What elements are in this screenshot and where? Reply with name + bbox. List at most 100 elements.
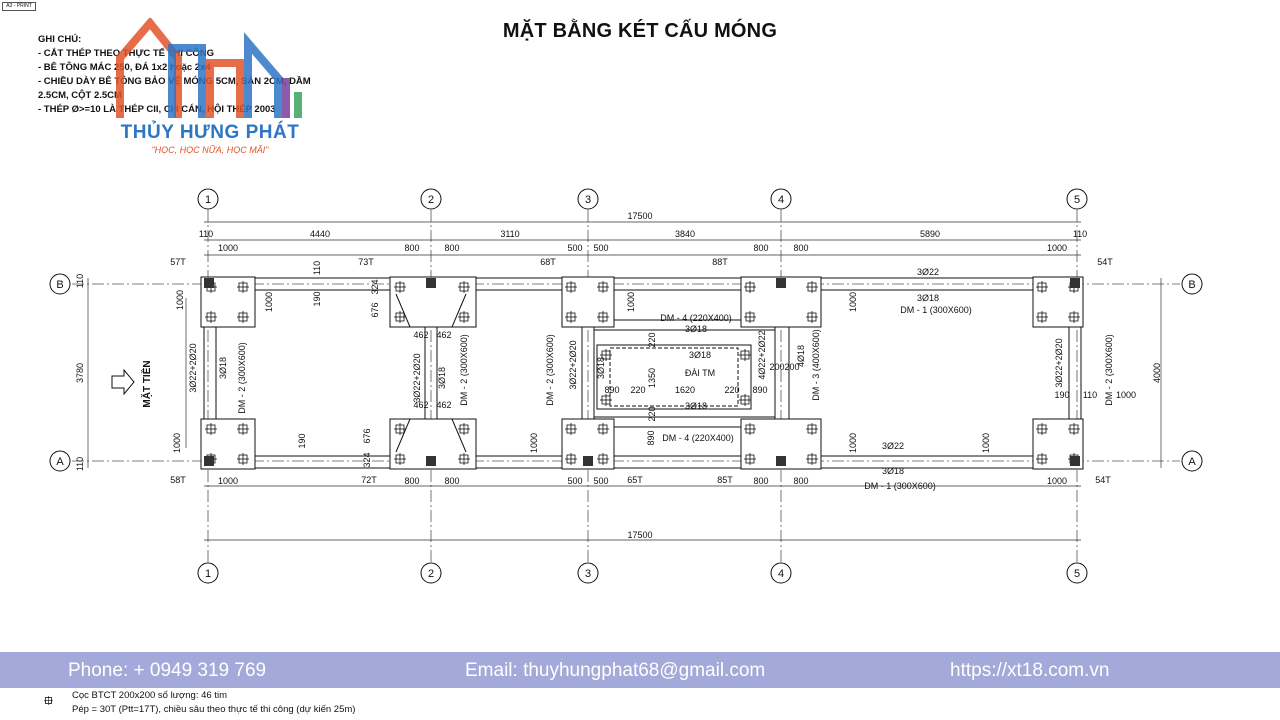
grid-label: 4 bbox=[778, 568, 784, 580]
dim: 190 bbox=[1054, 390, 1069, 400]
grid-label: 2 bbox=[428, 194, 434, 206]
grid-bubble-bottom bbox=[1066, 562, 1088, 584]
dim-footing: 500 bbox=[593, 476, 608, 486]
dim: 1000 bbox=[1116, 390, 1136, 400]
pile-count: 54T bbox=[1097, 257, 1113, 267]
dim: 1000 bbox=[175, 290, 185, 310]
pile-cap-dim: 220 bbox=[724, 385, 739, 395]
beam-bars: 4Ø18 bbox=[796, 345, 806, 367]
dim: 190 bbox=[297, 433, 307, 448]
beam-label: DM - 2 (300X600) bbox=[545, 334, 555, 406]
contact-email[interactable]: Email: thuyhungphat68@gmail.com bbox=[465, 660, 766, 681]
beam-bars: 4Ø22+2Ø22 bbox=[757, 330, 767, 379]
dim: 462 bbox=[413, 400, 428, 410]
pile-cap-dim: 220 bbox=[630, 385, 645, 395]
dim-footing: 800 bbox=[753, 243, 768, 253]
dim-edge: 110 bbox=[199, 229, 213, 239]
grid-label: B bbox=[56, 279, 63, 291]
dim: 324 bbox=[370, 279, 380, 294]
logo-buildings-icon bbox=[116, 16, 302, 118]
beam-bars: 3Ø18 bbox=[685, 401, 707, 411]
grid-bubble-bottom bbox=[577, 562, 599, 584]
beam-bars: 3Ø18 bbox=[596, 357, 606, 379]
pile-count: 72T bbox=[361, 475, 377, 485]
contact-website[interactable]: https://xt18.com.vn bbox=[950, 660, 1110, 681]
dim-footing: 800 bbox=[404, 243, 419, 253]
grid-label: A bbox=[1188, 456, 1196, 468]
grid-bubble-bottom bbox=[197, 562, 219, 584]
pile-cap-bars: 3Ø18 bbox=[689, 350, 711, 360]
column-hatch bbox=[776, 456, 786, 466]
contact-phone[interactable]: Phone: + 0949 319 769 bbox=[68, 660, 267, 681]
dim: 1000 bbox=[848, 433, 858, 453]
column-hatch bbox=[583, 456, 593, 466]
pile-cap-dim: 1620 bbox=[675, 385, 695, 395]
notes-line: - BÊ TÔNG MÁC 250, ĐÁ 1x2 hoặc 2x4 bbox=[38, 62, 211, 73]
column-hatch bbox=[776, 278, 786, 288]
drawing-title: MẶT BẰNG KÉT CẤU MÓNG bbox=[502, 20, 778, 42]
pile-cap-inner bbox=[609, 347, 739, 407]
notes-heading: GHI CHÚ: bbox=[38, 34, 82, 45]
pile-cap-dim: 890 bbox=[604, 385, 619, 395]
beam-bars: 3Ø18 bbox=[685, 324, 707, 334]
beam-label: DM - 4 (220X400) bbox=[660, 313, 732, 323]
dim-total-top: 17500 bbox=[627, 211, 652, 221]
beam-label: DM - 2 (300X600) bbox=[237, 342, 247, 414]
dim: 1000 bbox=[264, 292, 274, 312]
dim-footing: 800 bbox=[444, 243, 459, 253]
dim: 190 bbox=[312, 291, 322, 306]
pile-symbol-icon bbox=[44, 696, 53, 705]
pile-count: 73T bbox=[358, 257, 374, 267]
grid-bubble-left bbox=[49, 450, 71, 472]
column-hatch bbox=[204, 456, 214, 466]
grid-label: A bbox=[56, 456, 64, 468]
haunch-bottom bbox=[395, 418, 467, 453]
dim-footing: 500 bbox=[567, 476, 582, 486]
dim: 110 bbox=[75, 457, 85, 471]
beam-bars: 3Ø18 bbox=[882, 466, 904, 476]
dim: 1000 bbox=[848, 292, 858, 312]
dim-span: 3110 bbox=[500, 229, 519, 239]
front-label: MẶT TIỀN bbox=[140, 360, 153, 407]
dim-footing: 800 bbox=[793, 243, 808, 253]
beam-bars: 3Ø22+2Ø20 bbox=[188, 343, 198, 392]
dim-footing: 500 bbox=[567, 243, 582, 253]
grid-bubble-top bbox=[1066, 188, 1088, 210]
pile-cap-center bbox=[596, 344, 752, 410]
pile-cap-dim: 200 bbox=[784, 362, 799, 372]
grid-label: B bbox=[1188, 279, 1195, 291]
dim-footing: 800 bbox=[404, 476, 419, 486]
beam-dm1-bottom bbox=[203, 455, 1082, 469]
dim-footing: 500 bbox=[593, 243, 608, 253]
grid-bubble-top bbox=[420, 188, 442, 210]
grid-bubble-bottom bbox=[770, 562, 792, 584]
grid-label: 2 bbox=[428, 568, 434, 580]
column-hatch bbox=[426, 278, 436, 288]
beam-label: DM - 2 (300X600) bbox=[1104, 334, 1114, 406]
grid-label: 3 bbox=[585, 194, 591, 206]
beam-bars: 3Ø22+2Ø20 bbox=[568, 340, 578, 389]
column-hatch bbox=[204, 278, 214, 288]
pile-cap-dim: 890 bbox=[752, 385, 767, 395]
dim-footing: 1000 bbox=[1047, 243, 1067, 253]
dim-footing: 1000 bbox=[218, 476, 238, 486]
dim: 1000 bbox=[626, 292, 636, 312]
pile-cap-dim: 200 bbox=[769, 362, 784, 372]
dim-total-bottom: 17500 bbox=[627, 530, 652, 540]
pile-count: 65T bbox=[627, 475, 643, 485]
beam-label: DM - 1 (300X600) bbox=[864, 481, 936, 491]
pile-notes: Cọc BTCT 200x200 số lượng: 46 tim Pép = … bbox=[72, 689, 355, 717]
dim-span: 5890 bbox=[920, 229, 940, 239]
company-logo: THỦY HƯNG PHÁT "HỌC, HỌC NỮA, HỌC MÃI" bbox=[110, 16, 320, 158]
contact-banner: Phone: + 0949 319 769 Email: thuyhungpha… bbox=[0, 652, 1280, 688]
haunch-top bbox=[395, 293, 467, 328]
beam-label: DM - 3 (400X600) bbox=[811, 329, 821, 401]
beam-bars: 3Ø22+2Ø20 bbox=[1054, 338, 1064, 387]
beam-bars: 3Ø18 bbox=[437, 367, 447, 389]
dim: 676 bbox=[370, 302, 380, 317]
sheet-size-tag: A3 - PRINT bbox=[2, 2, 36, 11]
dim-span: 3840 bbox=[675, 229, 695, 239]
grid-bubble-top bbox=[577, 188, 599, 210]
logo-brand-name: THỦY HƯNG PHÁT bbox=[120, 122, 300, 143]
pile-count: 88T bbox=[712, 257, 728, 267]
